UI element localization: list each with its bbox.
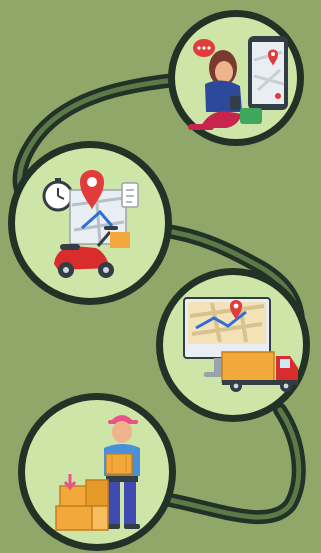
step-circle-4 [18,393,176,551]
chat-bubble-icon [193,39,215,57]
step-circle-1 [168,10,304,146]
road-path-3 [170,410,299,517]
step-circle-3 [156,268,310,422]
step-circle-2 [8,141,172,305]
